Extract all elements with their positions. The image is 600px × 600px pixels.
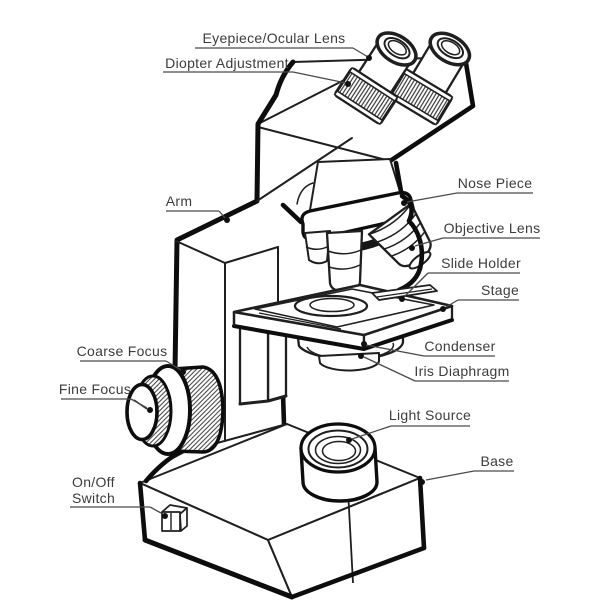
label-light-source: Light Source	[346, 407, 471, 443]
stage	[232, 283, 454, 351]
focus-knobs	[125, 364, 225, 484]
label-iris-diaphragm-text: Iris Diaphragm	[414, 363, 509, 379]
label-arm: Arm	[166, 193, 230, 223]
label-on-off-line2: Switch	[72, 490, 115, 506]
label-slide-holder: Slide Holder	[399, 255, 521, 302]
label-coarse-focus: Coarse Focus	[77, 343, 186, 375]
label-light-source-text: Light Source	[389, 407, 471, 423]
label-base: Base	[419, 453, 514, 485]
label-diopter: Diopter Adjustment	[163, 55, 351, 87]
label-slide-holder-text: Slide Holder	[441, 255, 521, 271]
label-eyepiece-text: Eyepiece/Ocular Lens	[203, 30, 346, 46]
label-iris-diaphragm: Iris Diaphragm	[358, 353, 509, 382]
eyepiece-front	[333, 31, 418, 126]
label-objective-lens-text: Objective Lens	[444, 220, 541, 236]
power-switch	[161, 504, 188, 532]
label-eyepiece-dot	[366, 55, 372, 61]
label-condenser: Condenser	[361, 338, 495, 357]
label-base-text: Base	[480, 453, 513, 469]
label-objective-lens: Objective Lens	[409, 220, 540, 251]
label-nose-piece: Nose Piece	[401, 175, 533, 206]
label-fine-focus: Fine Focus	[59, 381, 153, 413]
label-coarse-focus-text: Coarse Focus	[77, 343, 168, 359]
label-arm-text: Arm	[166, 193, 193, 209]
callouts: Eyepiece/Ocular Lens Diopter Adjustment …	[59, 30, 540, 519]
eyepiece-back	[388, 31, 472, 126]
label-nose-piece-text: Nose Piece	[458, 175, 533, 191]
label-on-off-line1: On/Off	[72, 474, 115, 490]
label-on-off-switch: On/Off Switch	[70, 474, 168, 519]
label-eyepiece: Eyepiece/Ocular Lens	[195, 30, 372, 61]
label-stage-text: Stage	[481, 282, 519, 298]
label-stage: Stage	[440, 282, 519, 312]
label-eyepiece-leader	[352, 47, 369, 58]
light-source	[299, 422, 379, 503]
label-condenser-text: Condenser	[424, 338, 495, 354]
label-diopter-text: Diopter Adjustment	[165, 55, 289, 71]
label-fine-focus-text: Fine Focus	[59, 381, 131, 397]
